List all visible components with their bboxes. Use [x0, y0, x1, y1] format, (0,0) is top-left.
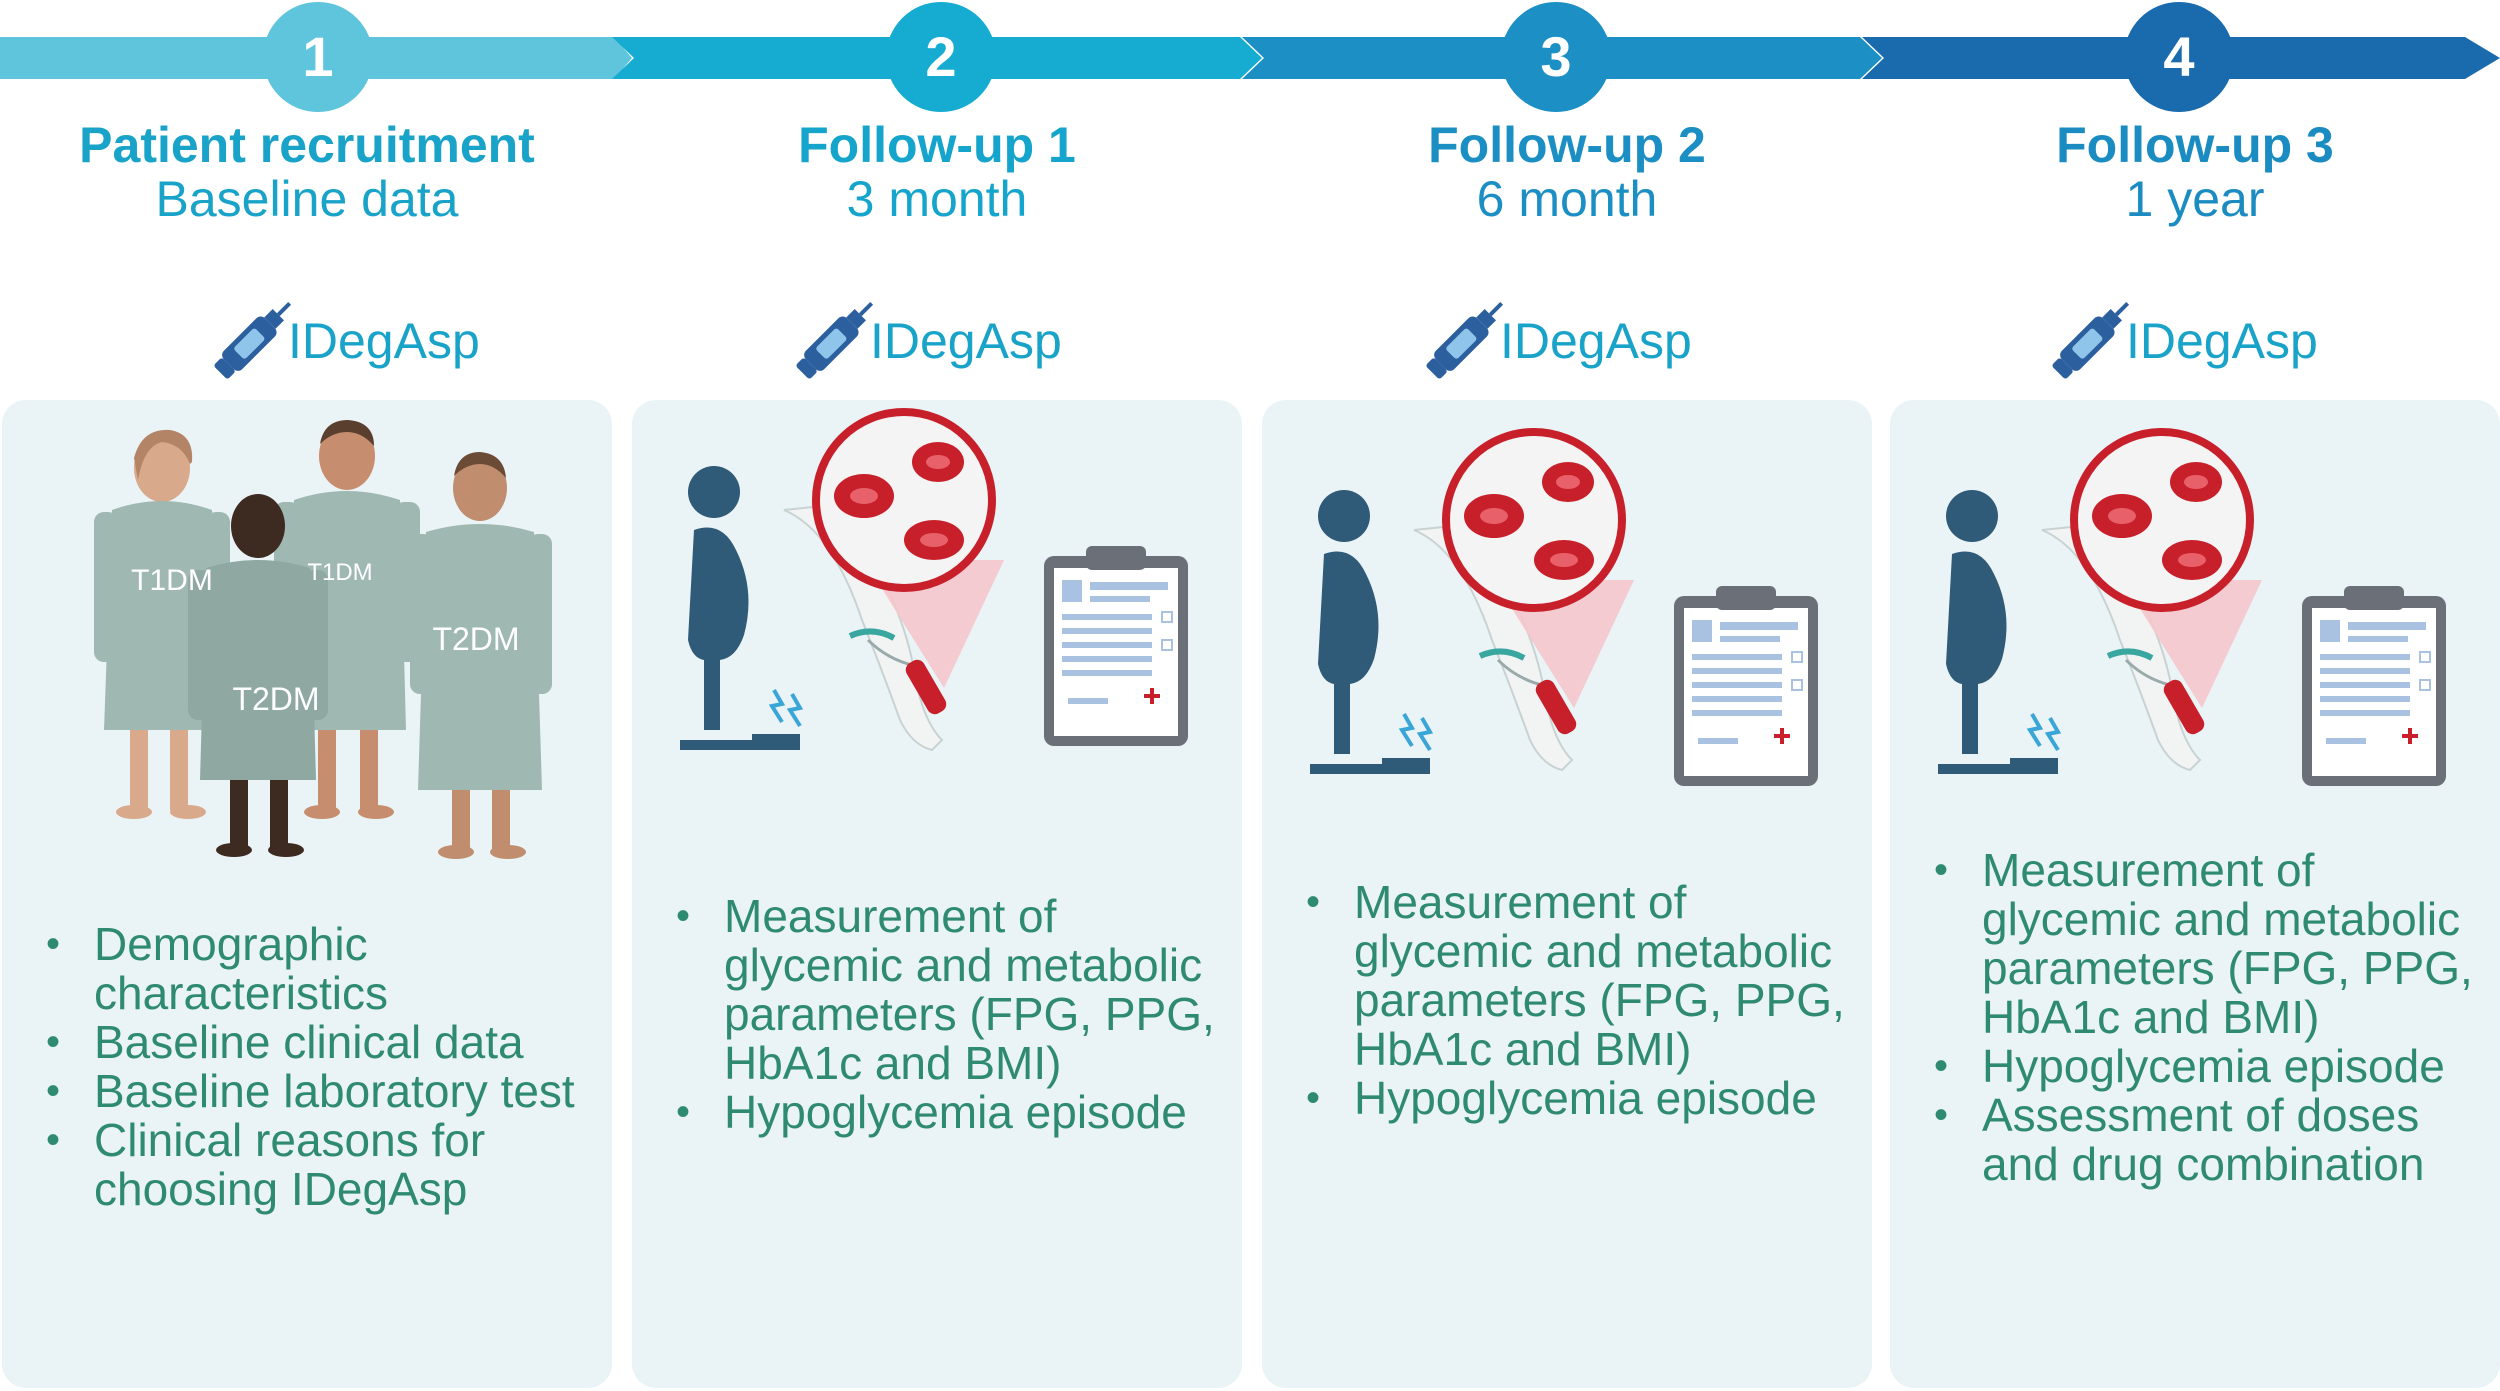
- blood-cells-magnifier-icon: [1442, 428, 1634, 708]
- bullet-item: Assessment of doses and drug combination: [1926, 1091, 2480, 1189]
- step-subtitle: Baseline data: [155, 171, 459, 227]
- arm-blood-draw-icon: [1413, 522, 1577, 772]
- step-column-2: Follow-up 1 3 month IDegAsp: [632, 0, 1242, 1391]
- insulin-pen-icon: [1426, 301, 1504, 379]
- step-circle-3: [1501, 2, 1611, 112]
- person-on-scale-icon: [1310, 490, 1434, 774]
- step-card: Measurement of glycemic and metabolic pa…: [632, 400, 1242, 1388]
- drug-label-group: IDegAsp: [632, 292, 1242, 392]
- patient-figure-1: [94, 429, 230, 819]
- patients-illustration: T1DM T2DM T1DM T2DM: [94, 420, 552, 859]
- step-heading-1: Patient recruitment Baseline data: [2, 118, 612, 226]
- bullet-item: Baseline laboratory test: [38, 1067, 592, 1117]
- step-title: Follow-up 1: [798, 117, 1076, 173]
- drug-label: IDegAsp: [870, 313, 1062, 369]
- bullet-item: Measurement of glycemic and metabolic pa…: [1298, 878, 1852, 1074]
- patient-label-2: T2DM: [232, 681, 319, 717]
- step-column-4: Follow-up 3 1 year IDegAsp: [1890, 0, 2500, 1391]
- step-column-3: Follow-up 2 6 month IDegAsp: [1262, 0, 1872, 1391]
- patient-label-1: T1DM: [131, 564, 213, 597]
- step-card: Measurement of glycemic and metabolic pa…: [1890, 400, 2500, 1388]
- bullet-list: Measurement of glycemic and metabolic pa…: [1926, 846, 2480, 1189]
- insulin-pen-icon: [796, 301, 874, 379]
- bullet-item: Measurement of glycemic and metabolic pa…: [668, 892, 1222, 1088]
- drug-label: IDegAsp: [2126, 313, 2318, 369]
- step-card: T1DM T2DM T1DM T2DM Demographic characte…: [2, 400, 612, 1388]
- drug-label-group: IDegAsp: [2, 292, 612, 392]
- bullet-item: Hypoglycemia episode: [1298, 1074, 1852, 1124]
- arm-blood-draw-icon: [2041, 522, 2205, 772]
- patient-figure-2: [188, 494, 328, 857]
- measurement-illustration: [1310, 428, 1818, 786]
- drug-label-group: IDegAsp: [1262, 292, 1872, 392]
- drug-label: IDegAsp: [1500, 313, 1692, 369]
- measurement-illustration: [1938, 428, 2446, 786]
- step-number-2: 2: [925, 25, 956, 88]
- patient-label-4: T2DM: [432, 621, 519, 657]
- bullet-item: Clinical reasons for choosing IDegAsp: [38, 1116, 592, 1214]
- drug-label-group: IDegAsp: [1890, 292, 2500, 392]
- step-title: Follow-up 2: [1428, 117, 1706, 173]
- bullet-item: Measurement of glycemic and metabolic pa…: [1926, 846, 2480, 1042]
- step-title: Follow-up 3: [2056, 117, 2334, 173]
- patient-label-3: T1DM: [307, 559, 372, 586]
- arm-blood-draw-icon: [783, 502, 947, 752]
- step-column-1: Patient recruitment Baseline data IDegAs…: [2, 0, 612, 1391]
- bullet-item: Hypoglycemia episode: [1926, 1042, 2480, 1092]
- step-title: Patient recruitment: [79, 117, 535, 173]
- step-number-4: 4: [2163, 25, 2194, 88]
- step-subtitle: 3 month: [846, 171, 1028, 227]
- drug-label: IDegAsp: [288, 313, 480, 369]
- clipboard-report-icon: [1044, 546, 1188, 746]
- step-circle-1: [263, 2, 373, 112]
- bullet-list: Measurement of glycemic and metabolic pa…: [1298, 878, 1852, 1124]
- step-heading-2: Follow-up 1 3 month: [632, 118, 1242, 226]
- step-subtitle: 6 month: [1476, 171, 1658, 227]
- step-subtitle: 1 year: [2125, 171, 2265, 227]
- patient-figure-4: [410, 452, 552, 859]
- blood-cells-magnifier-icon: [2070, 428, 2262, 708]
- step-card: Measurement of glycemic and metabolic pa…: [1262, 400, 1872, 1388]
- bullet-list: Demographic characteristics Baseline cli…: [38, 920, 592, 1214]
- bullet-list: Measurement of glycemic and metabolic pa…: [668, 892, 1222, 1138]
- bullet-item: Baseline clinical data: [38, 1018, 592, 1068]
- clipboard-report-icon: [2302, 586, 2446, 786]
- blood-cells-magnifier-icon: [812, 408, 1004, 688]
- insulin-pen-icon: [2052, 301, 2130, 379]
- clipboard-report-icon: [1674, 586, 1818, 786]
- step-circle-2: [886, 2, 996, 112]
- insulin-pen-icon: [214, 301, 292, 379]
- measurement-illustration: [680, 408, 1188, 752]
- timeline-arrow-band: 1 2 3 4: [0, 2, 2500, 112]
- bullet-item: Demographic characteristics: [38, 920, 592, 1018]
- step-heading-3: Follow-up 2 6 month: [1262, 118, 1872, 226]
- step-heading-4: Follow-up 3 1 year: [1890, 118, 2500, 226]
- step-number-3: 3: [1540, 25, 1571, 88]
- bullet-item: Hypoglycemia episode: [668, 1088, 1222, 1138]
- person-on-scale-icon: [1938, 490, 2062, 774]
- person-on-scale-icon: [680, 466, 804, 750]
- step-number-1: 1: [302, 25, 333, 88]
- step-circle-4: [2124, 2, 2234, 112]
